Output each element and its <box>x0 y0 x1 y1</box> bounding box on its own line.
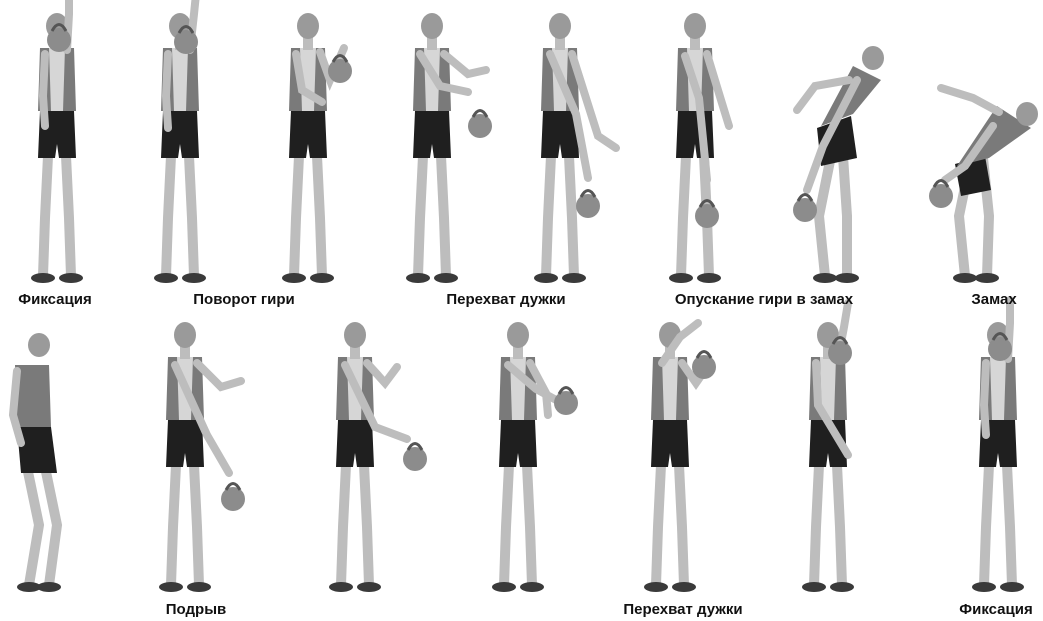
caption-swing: Замах <box>971 291 1016 308</box>
figure-swing-2 <box>929 88 1038 283</box>
caption-kettlebell-rotation: Поворот гири <box>193 291 294 308</box>
figure-lockout-rising <box>802 303 854 592</box>
figure-fixation-bottom <box>972 300 1024 592</box>
figure-handle-change-2 <box>534 13 616 283</box>
caption-handle-change-bottom: Перехват дужки <box>623 601 742 618</box>
figure-swing-1 <box>793 46 884 283</box>
figure-lowering-into-swing <box>669 13 729 283</box>
figure-rotation-1 <box>154 0 206 283</box>
caption-fixation-bottom: Фиксация <box>959 601 1032 618</box>
figure-pull-2 <box>329 322 427 592</box>
figure-undersquat <box>13 333 61 592</box>
figure-pull-3 <box>492 322 578 592</box>
figure-handle-change-3 <box>644 322 716 592</box>
figure-rotation-2 <box>282 13 352 283</box>
figure-pull-1 <box>159 322 245 592</box>
figure-fixation-top <box>31 0 83 283</box>
caption-fixation-top: Фиксация <box>18 291 91 308</box>
caption-handle-change-top: Перехват дужки <box>446 291 565 308</box>
caption-lowering-into-swing: Опускание гири в замах <box>675 291 853 308</box>
caption-pull: Подрыв <box>166 601 226 618</box>
figure-handle-change-1 <box>406 13 492 283</box>
